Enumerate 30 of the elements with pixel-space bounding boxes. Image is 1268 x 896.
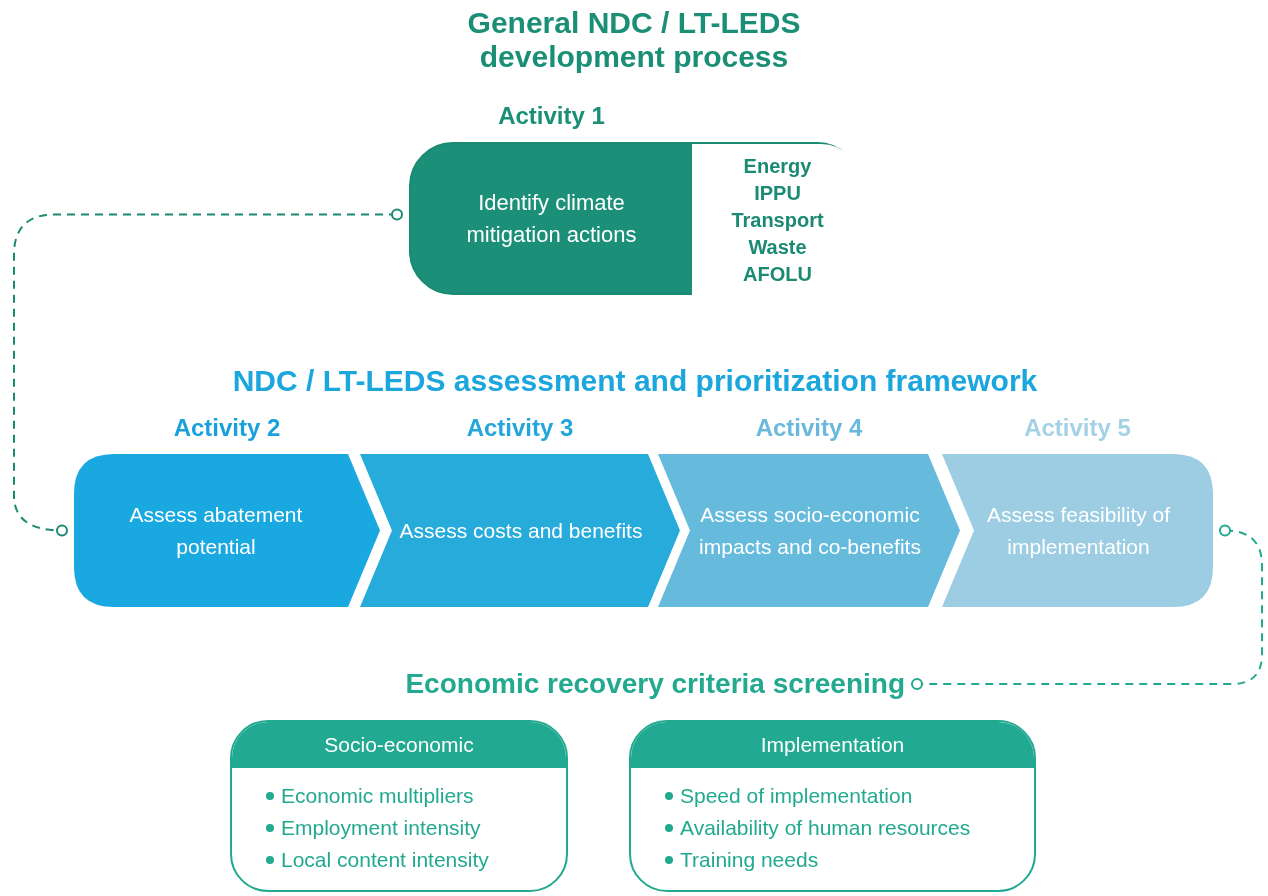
section-heading: NDC / LT-LEDS assessment and prioritization framework [231,363,1039,399]
criterion-text: Employment intensity [281,815,481,842]
activity-heading: Activity 1 [497,101,606,131]
criterion-text: Economic multipliers [281,783,474,810]
card-title: Socio-economic [324,732,474,759]
activity-text: Assess costs and benefits [399,517,643,544]
card-title: Implementation [760,732,905,759]
criterion-text: Speed of implementation [680,783,913,810]
sector-name: Energy [743,154,812,179]
section-heading: Economic recovery criteria screening [405,667,905,701]
activity-heading: Activity 4 [754,413,864,443]
activity-heading: Activity 5 [1023,413,1132,443]
criteria-card [230,720,568,892]
activity-text: Assess abatement potential [128,501,304,560]
activity-text: Identify climate mitigation actions [465,188,638,249]
criterion-text: Training needs [680,847,819,874]
sector-name: Transport [731,208,824,233]
criteria-card [629,720,1036,892]
activity-text: Assess feasibility of implementation [985,501,1172,560]
activity-heading: Activity 2 [172,413,282,443]
diagram-title: General NDC / LT-LEDS development process [466,6,802,74]
sector-name: Waste [748,235,807,260]
dashed-connector [911,524,1263,690]
dashed-connector [13,208,403,537]
sector-name: IPPU [754,181,801,206]
activity-text: Assess socio-economic impacts and co-benefits [698,501,922,560]
criterion-text: Availability of human resources [680,815,971,842]
activity-heading: Activity 3 [465,413,575,443]
sector-name: AFOLU [743,262,812,287]
criterion-text: Local content intensity [281,847,489,874]
